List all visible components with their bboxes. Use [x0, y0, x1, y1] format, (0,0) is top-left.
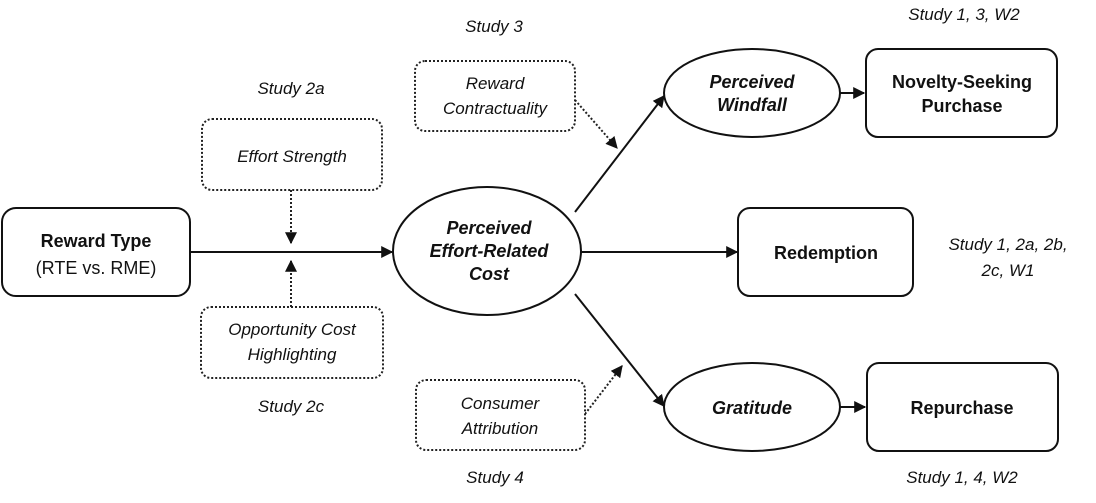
study-label-redemption-line2: 2c, W1 — [981, 261, 1035, 280]
contractuality-label-line2: Contractuality — [443, 99, 548, 118]
edge-effort-cost-to-windfall — [574, 95, 665, 213]
study-label-novelty: Study 1, 3, W2 — [908, 5, 1020, 24]
reward-type-sublabel: (RTE vs. RME) — [36, 258, 157, 278]
moderator-opportunity-cost: Opportunity Cost Highlighting Study 2c — [200, 306, 384, 416]
novelty-label-line2: Purchase — [921, 96, 1002, 116]
study-label-4: Study 4 — [466, 468, 524, 487]
node-redemption: Redemption Study 1, 2a, 2b, 2c, W1 — [737, 207, 1068, 297]
novelty-label-line1: Novelty-Seeking — [892, 72, 1032, 92]
gratitude-label: Gratitude — [712, 398, 792, 418]
moderator-effort-strength: Study 2a Effort Strength — [201, 79, 383, 191]
study-label-redemption-line1: Study 1, 2a, 2b, — [948, 235, 1067, 254]
attribution-label-line1: Consumer — [461, 394, 541, 413]
node-perceived-windfall: Perceived Windfall — [663, 48, 841, 138]
node-reward-type: Reward Type (RTE vs. RME) — [1, 207, 191, 297]
reward-type-label: Reward Type — [41, 231, 152, 251]
moderator-arrow-attribution — [584, 365, 623, 415]
opportunity-cost-label-line1: Opportunity Cost — [228, 320, 357, 339]
study-label-2c: Study 2c — [258, 397, 325, 416]
effort-cost-label-line1: Perceived — [446, 218, 532, 238]
study-label-repurchase: Study 1, 4, W2 — [906, 468, 1018, 487]
windfall-label-line1: Perceived — [709, 72, 795, 92]
redemption-label: Redemption — [774, 243, 878, 263]
opportunity-cost-label-line2: Highlighting — [248, 345, 337, 364]
effort-strength-label: Effort Strength — [237, 147, 347, 166]
attribution-label-line2: Attribution — [461, 419, 539, 438]
effort-cost-label-line3: Cost — [469, 264, 510, 284]
node-perceived-effort-related-cost: Perceived Effort-Related Cost — [392, 186, 582, 316]
node-repurchase: Repurchase Study 1, 4, W2 — [866, 362, 1059, 487]
effort-cost-label-line2: Effort-Related — [430, 241, 550, 261]
node-gratitude: Gratitude — [663, 362, 841, 452]
study-label-3: Study 3 — [465, 17, 523, 36]
moderator-consumer-attribution: Consumer Attribution Study 4 — [415, 379, 586, 487]
study-label-2a: Study 2a — [257, 79, 324, 98]
edge-effort-cost-to-gratitude — [574, 293, 665, 407]
node-novelty-seeking-purchase: Study 1, 3, W2 Novelty-Seeking Purchase — [865, 5, 1058, 138]
moderator-arrow-contractuality — [574, 99, 618, 149]
moderator-reward-contractuality: Study 3 Reward Contractuality — [414, 17, 576, 132]
repurchase-label: Repurchase — [910, 398, 1013, 418]
windfall-label-line2: Windfall — [717, 95, 788, 115]
contractuality-label-line1: Reward — [466, 74, 525, 93]
